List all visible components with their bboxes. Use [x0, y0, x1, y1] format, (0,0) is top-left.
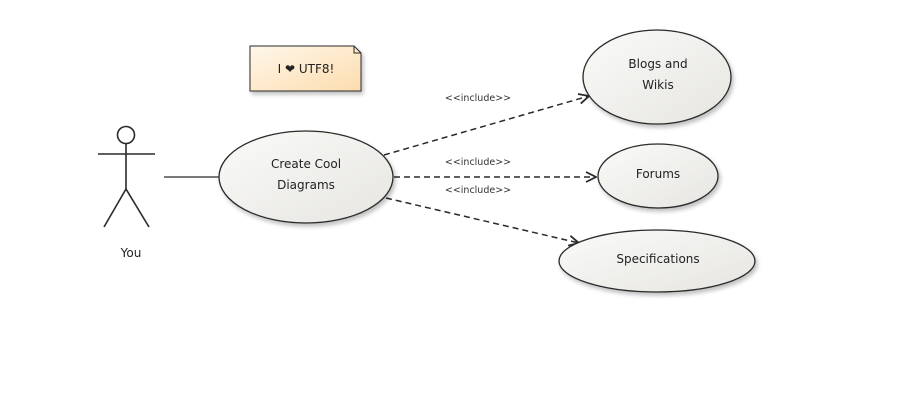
actor-head [116, 125, 136, 145]
use-case-label: Forums [636, 167, 680, 181]
note-text: I ❤ UTF8! [278, 62, 335, 76]
use-case-ellipse [597, 143, 719, 209]
use-case-label-line1: Create Cool [271, 157, 341, 171]
include-arrow-blogs[interactable] [383, 96, 589, 156]
use-case-ellipse [218, 130, 394, 224]
note-shape [249, 45, 362, 92]
include-label-specs: <<include>> [445, 185, 511, 196]
actor-left-leg [103, 188, 127, 228]
use-case-blogs-and-wikis[interactable]: Blogs and Wikis [582, 29, 732, 125]
use-case-specifications[interactable]: Specifications [558, 229, 756, 293]
note-fold [353, 46, 361, 54]
use-case-label: Specifications [616, 252, 699, 266]
use-case-forums[interactable]: Forums [597, 143, 719, 209]
use-case-label-line2: Diagrams [277, 178, 335, 192]
actor-right-leg [125, 188, 150, 228]
include-label-blogs: <<include>> [445, 93, 511, 104]
note[interactable] [249, 45, 362, 92]
include-label-forums: <<include>> [445, 157, 511, 168]
use-case-label-line1: Blogs and [628, 57, 687, 71]
use-case-ellipse [558, 229, 756, 293]
actor-label: You [120, 246, 142, 260]
use-case-ellipse [582, 29, 732, 125]
include-arrow-specs[interactable] [385, 197, 579, 243]
use-case-create-cool-diagrams[interactable]: Create Cool Diagrams [218, 130, 394, 224]
actor-you[interactable] [98, 125, 155, 228]
use-case-label-line2: Wikis [642, 78, 673, 92]
